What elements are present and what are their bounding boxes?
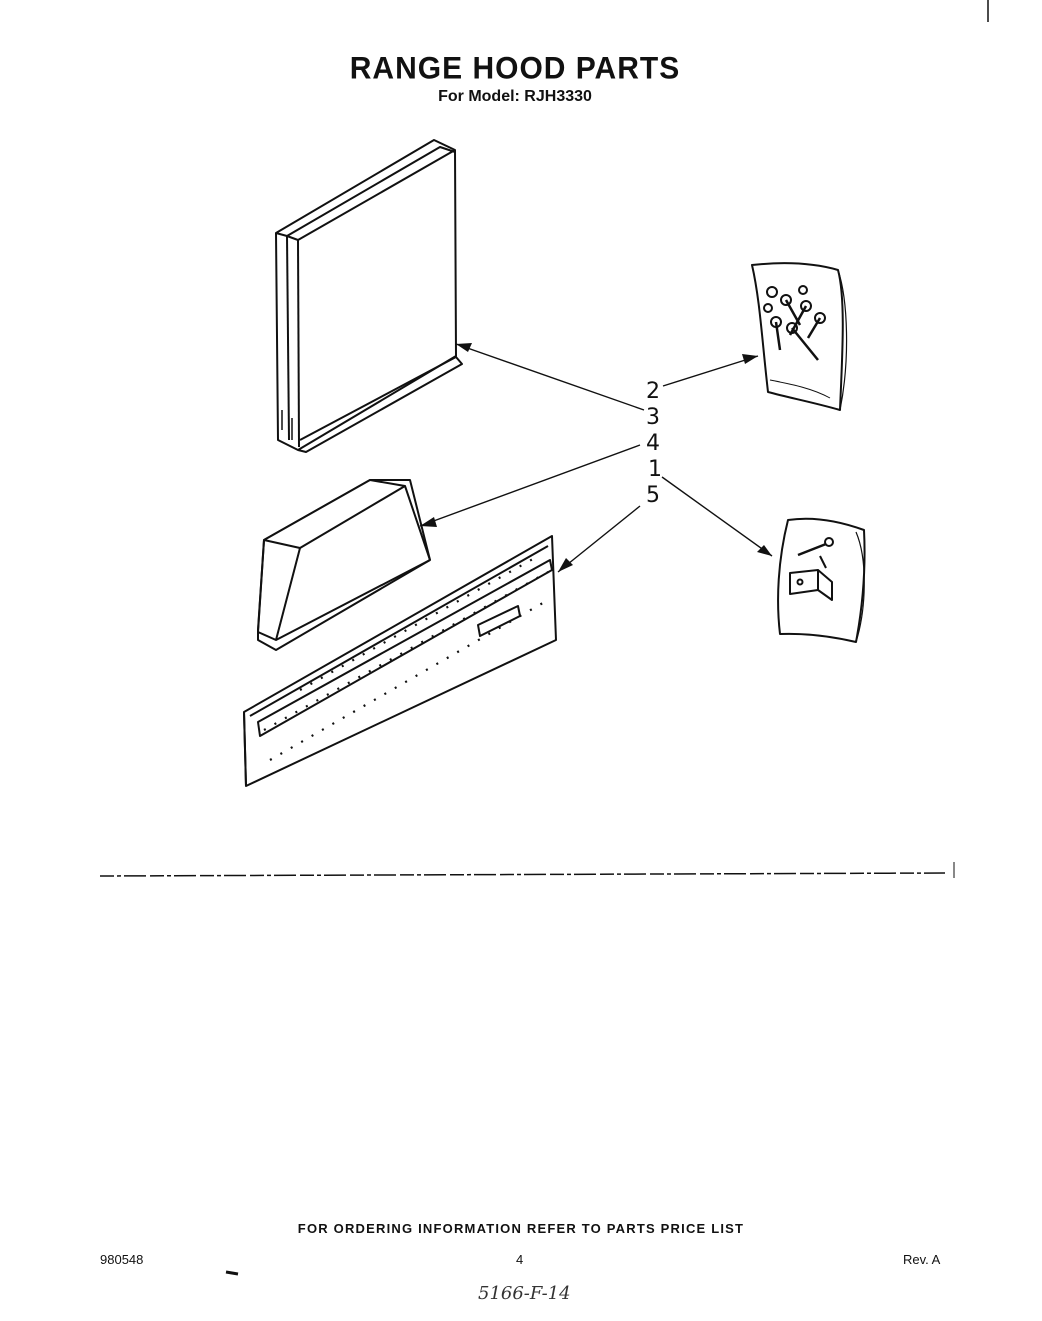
page-title: RANGE HOOD PARTS bbox=[349, 51, 681, 86]
document-number: 980548 bbox=[100, 1252, 144, 1267]
callout-3: 3 bbox=[646, 405, 660, 430]
callout-4: 4 bbox=[646, 431, 660, 456]
callout-2: 2 bbox=[646, 379, 660, 404]
callout-1: 1 bbox=[648, 457, 662, 482]
model-subtitle: For Model: RJH3330 bbox=[438, 88, 592, 105]
mounting-bracket-bag bbox=[777, 517, 866, 643]
separator-rule bbox=[99, 872, 946, 877]
page-number: 4 bbox=[516, 1252, 524, 1267]
ordering-note: FOR ORDERING INFORMATION REFER TO PARTS … bbox=[297, 1221, 745, 1236]
handwritten-note: 5166-F-14 bbox=[478, 1283, 571, 1304]
transition-duct bbox=[257, 479, 431, 651]
leader-arrowheads bbox=[420, 343, 772, 572]
callout-5: 5 bbox=[646, 483, 660, 508]
leader-lines bbox=[419, 343, 773, 573]
hardware-bag bbox=[751, 262, 848, 411]
callout-numbers: 2 3 4 1 5 bbox=[646, 379, 662, 508]
front-trim-panel bbox=[243, 535, 557, 787]
scan-mark bbox=[225, 1270, 239, 1276]
duct-cover-panel bbox=[275, 139, 463, 453]
revision-label: Rev. A bbox=[903, 1252, 941, 1267]
